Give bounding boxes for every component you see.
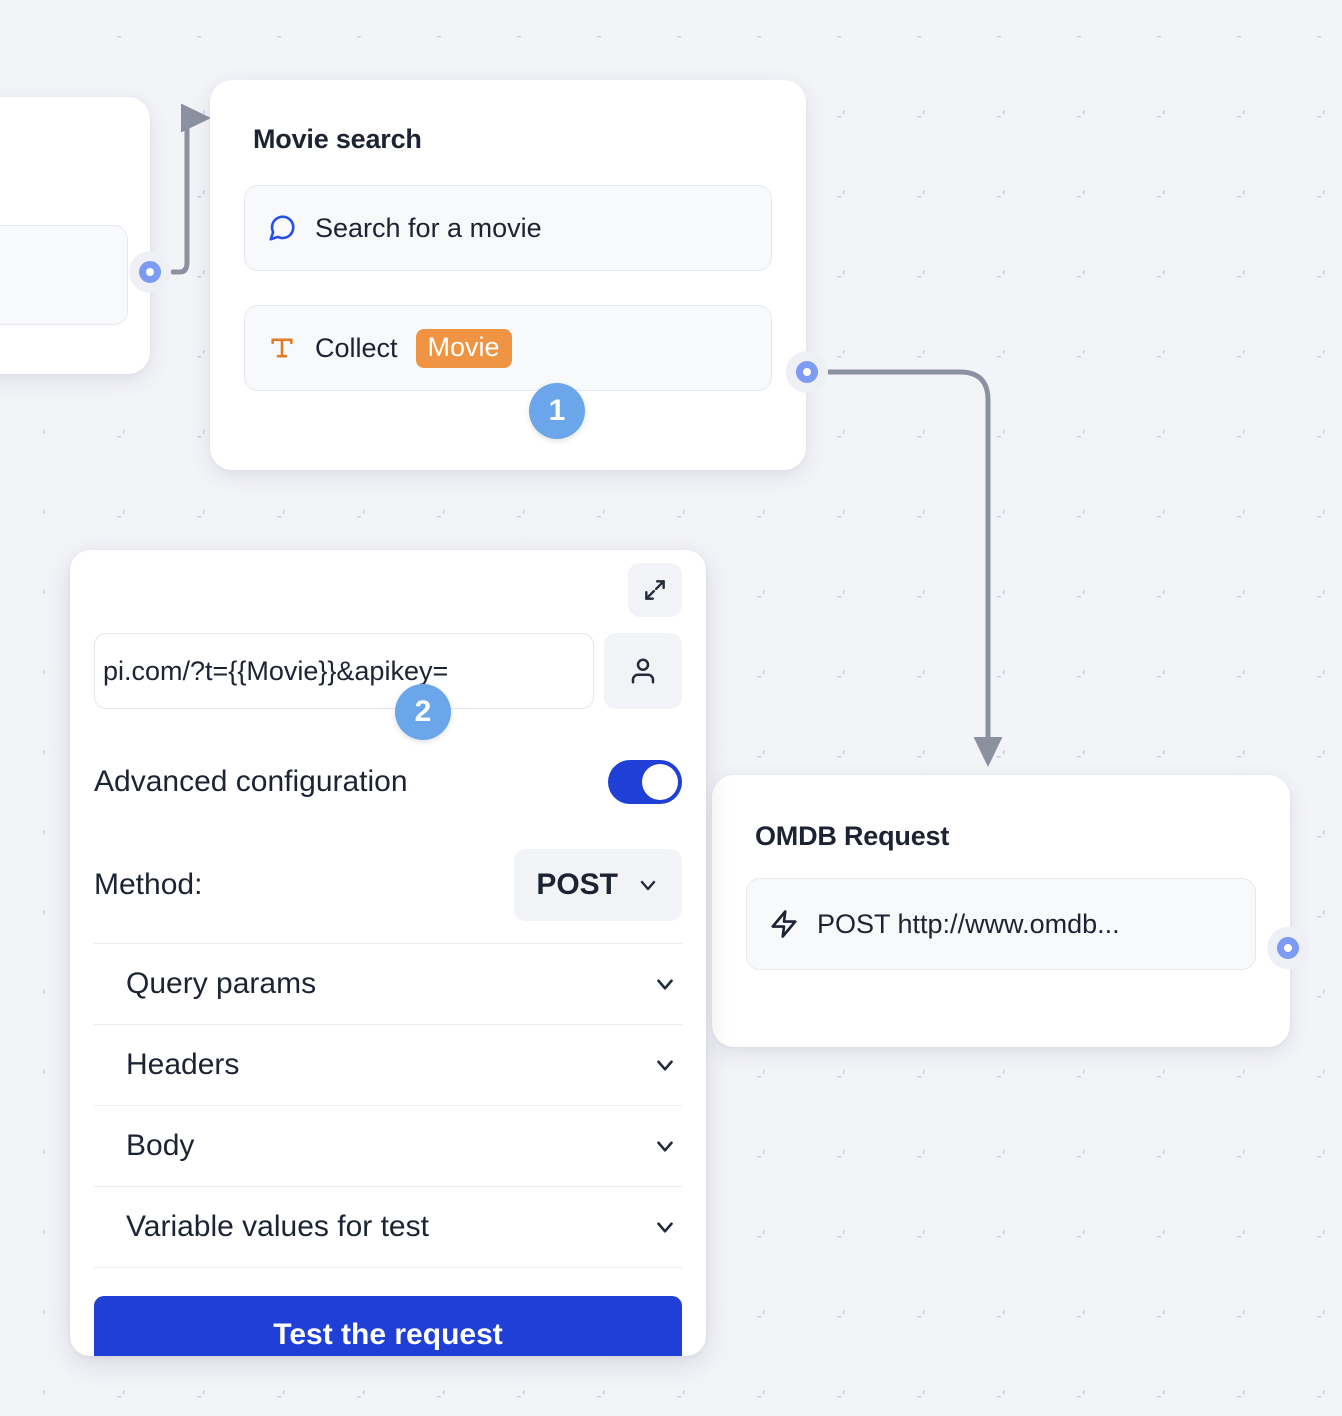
step-badge-2: 2 <box>395 684 451 740</box>
section-label: Headers <box>126 1048 240 1081</box>
chevron-down-icon <box>652 1052 678 1078</box>
text-t-icon <box>267 334 297 362</box>
port-left-node-output[interactable] <box>129 251 171 293</box>
chevron-down-icon <box>652 1133 678 1159</box>
advanced-configuration-row: Advanced configuration <box>94 757 682 807</box>
user-icon[interactable] <box>604 633 682 709</box>
chevron-down-icon <box>652 1214 678 1240</box>
section-query-params[interactable]: Query params <box>94 944 682 1025</box>
section-headers[interactable]: Headers <box>94 1025 682 1106</box>
port-ring-icon <box>796 361 818 383</box>
section-variable-values-for-test[interactable]: Variable values for test <box>94 1187 682 1268</box>
partial-node-row[interactable] <box>0 225 128 325</box>
port-ring-icon <box>1277 937 1299 959</box>
method-value: POST <box>536 868 618 901</box>
advanced-configuration-toggle[interactable] <box>608 760 682 804</box>
node-row-label: Search for a movie <box>315 212 542 243</box>
section-label: Variable values for test <box>126 1210 429 1243</box>
chevron-down-icon <box>652 971 678 997</box>
node-row-collect-movie[interactable]: Collect Movie <box>244 305 772 391</box>
variable-chip-movie[interactable]: Movie <box>415 328 512 368</box>
node-movie-search[interactable]: Movie search Search for a movie Collect <box>210 80 806 470</box>
edge-movie-to-omdb <box>826 369 1003 768</box>
node-row-label: POST http://www.omdb... <box>817 908 1120 939</box>
node-row-post-request[interactable]: POST http://www.omdb... <box>746 878 1256 970</box>
toggle-knob <box>642 764 678 800</box>
node-movie-search-title: Movie search <box>253 124 422 154</box>
expand-diagonal-icon[interactable] <box>628 563 682 617</box>
test-the-request-button[interactable]: Test the request <box>94 1296 682 1356</box>
section-label: Body <box>126 1129 195 1162</box>
edge-left-to-movie <box>170 103 212 275</box>
advanced-configuration-label: Advanced configuration <box>94 765 408 798</box>
request-url-value: pi.com/?t={{Movie}}&apikey= <box>103 655 449 686</box>
method-row: Method: POST <box>94 849 682 944</box>
method-select[interactable]: POST <box>514 849 682 921</box>
partial-node-card[interactable] <box>0 97 150 374</box>
request-config-panel[interactable]: pi.com/?t={{Movie}}&apikey= Advanced con… <box>70 550 706 1356</box>
node-row-label: Collect <box>315 332 398 363</box>
port-movie-search-output[interactable] <box>786 351 828 393</box>
port-ring-icon <box>139 261 161 283</box>
zap-icon <box>769 909 799 939</box>
chevron-down-icon <box>636 873 660 897</box>
step-badge-1: 1 <box>529 383 585 439</box>
node-omdb-request-title: OMDB Request <box>755 821 950 851</box>
method-label: Method: <box>94 868 203 901</box>
request-url-input[interactable]: pi.com/?t={{Movie}}&apikey= <box>94 633 594 709</box>
section-body[interactable]: Body <box>94 1106 682 1187</box>
message-square-icon <box>267 213 297 243</box>
section-label: Query params <box>126 967 317 1000</box>
port-omdb-request-output[interactable] <box>1267 927 1309 969</box>
node-omdb-request[interactable]: OMDB Request POST http://www.omdb... <box>712 775 1290 1047</box>
url-row: pi.com/?t={{Movie}}&apikey= <box>94 633 682 709</box>
node-row-search-for-a-movie[interactable]: Search for a movie <box>244 185 772 271</box>
